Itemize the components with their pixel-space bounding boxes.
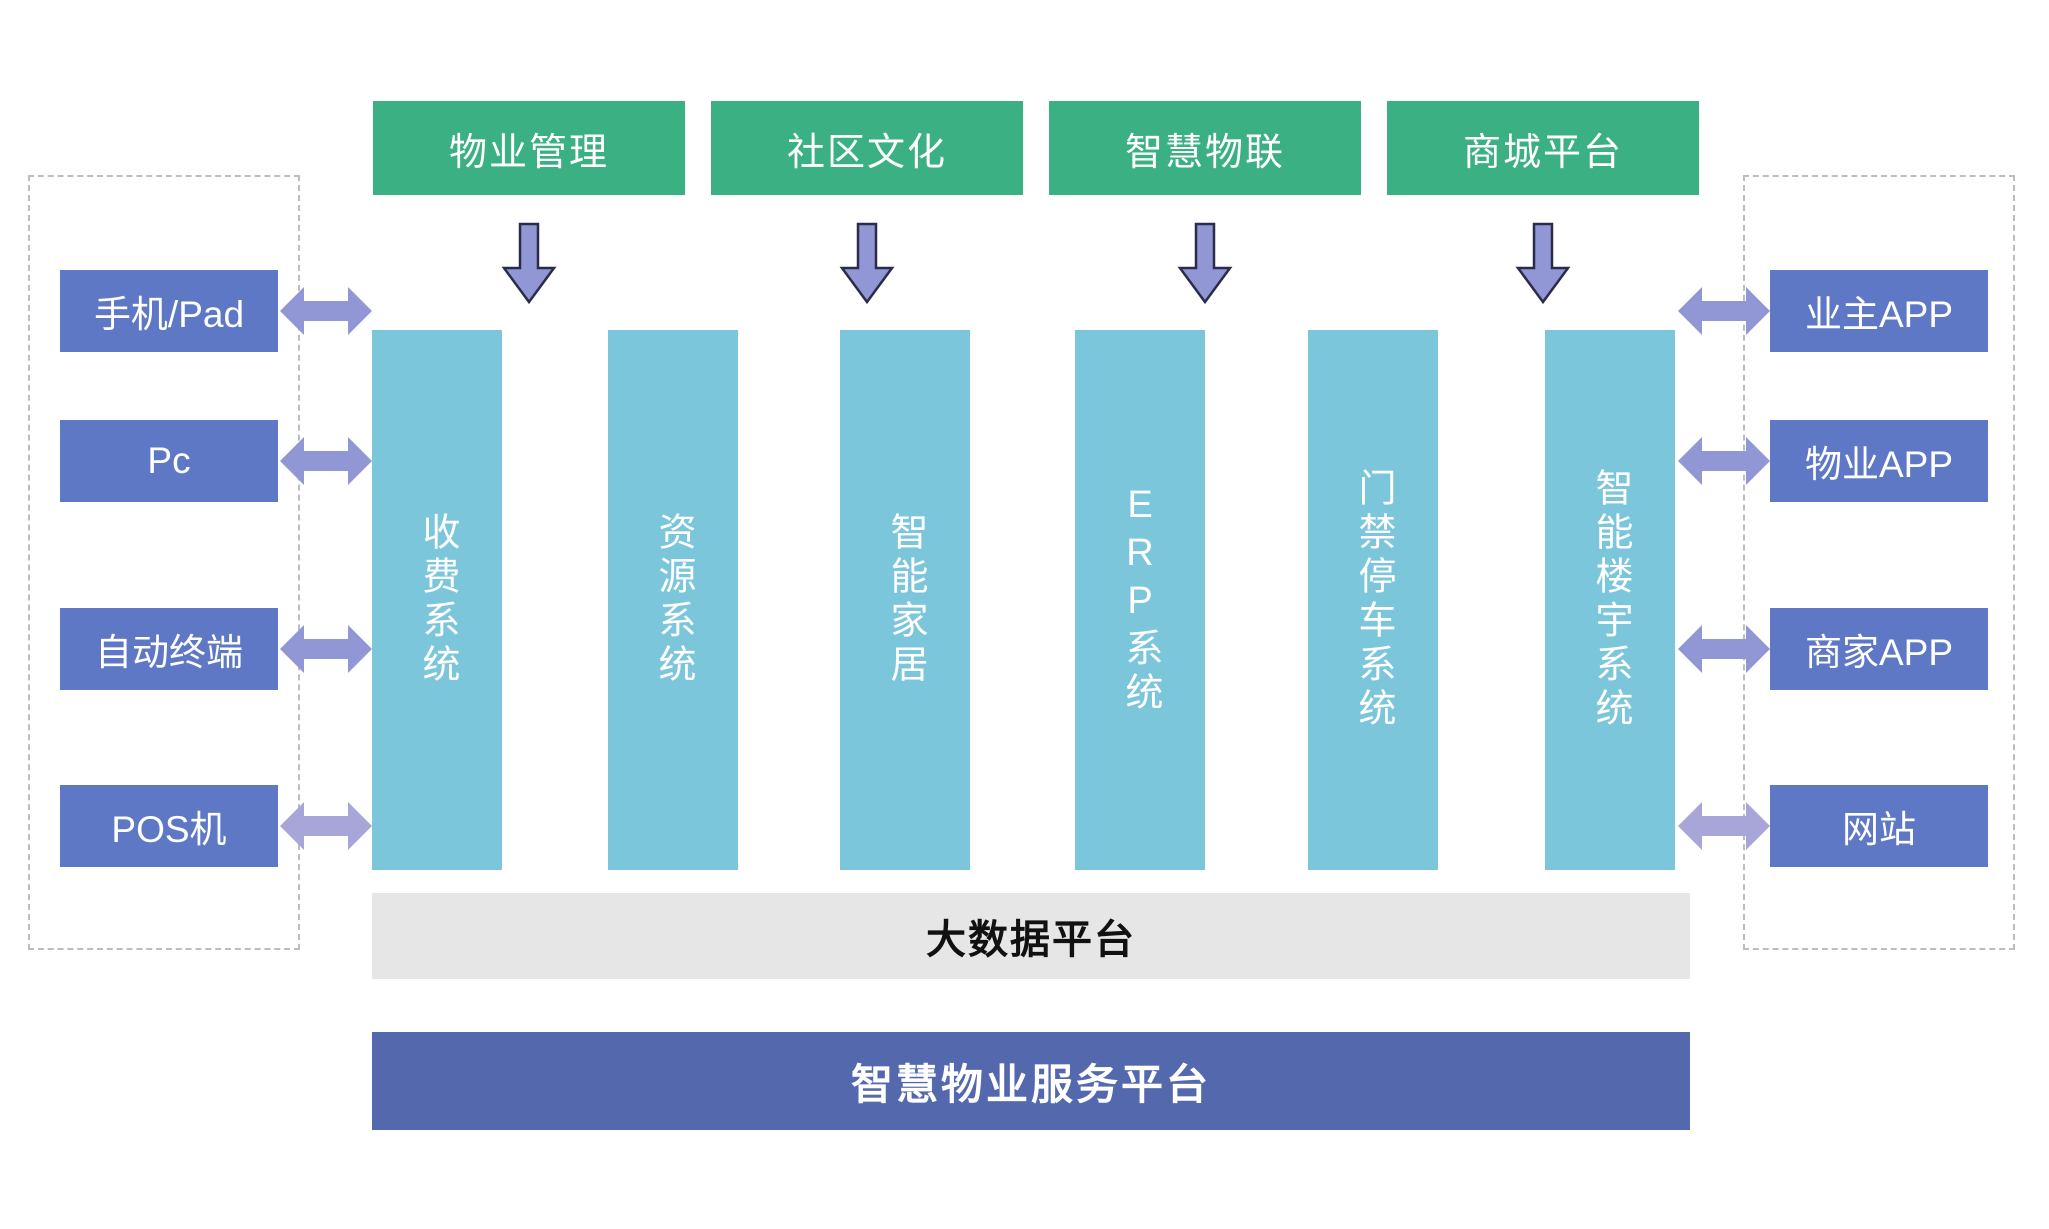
arrow-left-right-icon: [1676, 281, 1772, 341]
system-column-erp[interactable]: ERP系统: [1075, 330, 1205, 870]
system-label: 资源系统: [652, 512, 694, 688]
arrow-left-right-icon: [1676, 619, 1772, 679]
bigdata-platform-bar[interactable]: 大数据平台: [372, 893, 1690, 979]
arrow-left-right-icon: [1676, 796, 1772, 856]
system-label: 收费系统: [416, 512, 458, 688]
smart-property-service-platform-label: 智慧物业服务平台: [850, 1060, 1211, 1108]
system-column-smart-building[interactable]: 智能楼宇系统: [1545, 330, 1675, 870]
system-column-access-parking[interactable]: 门禁停车系统: [1308, 330, 1438, 870]
left-device-group-frame: [28, 175, 300, 950]
bigdata-platform-label: 大数据平台: [926, 918, 1136, 962]
app-label: 商家APP: [1804, 632, 1954, 673]
arrow-left-right-icon: [1676, 431, 1772, 491]
device-box-self-service-terminal[interactable]: 自动终端: [60, 608, 278, 690]
app-box-property-app[interactable]: 物业APP: [1770, 420, 1988, 502]
app-label: 物业APP: [1804, 444, 1954, 485]
device-box-phone-pad[interactable]: 手机/Pad: [60, 270, 278, 352]
channel-box-property-management[interactable]: 物业管理: [373, 101, 685, 195]
arrow-left-right-icon: [278, 431, 374, 491]
device-label: POS机: [111, 809, 227, 850]
arrow-left-right-icon: [278, 281, 374, 341]
channel-label: 物业管理: [448, 131, 609, 174]
device-box-pos[interactable]: POS机: [60, 785, 278, 867]
device-label: Pc: [147, 440, 191, 481]
arrow-down-icon: [839, 222, 895, 305]
channel-box-smart-iot[interactable]: 智慧物联: [1049, 101, 1361, 195]
system-label: ERP系统: [1119, 484, 1161, 716]
arrow-left-right-icon: [278, 796, 374, 856]
channel-box-community-culture[interactable]: 社区文化: [711, 101, 1023, 195]
device-label: 手机/Pad: [93, 294, 245, 335]
channel-label: 商城平台: [1462, 131, 1623, 174]
device-box-pc[interactable]: Pc: [60, 420, 278, 502]
app-label: 业主APP: [1804, 294, 1954, 335]
arrow-left-right-icon: [278, 619, 374, 679]
app-label: 网站: [1842, 809, 1916, 850]
system-label: 门禁停车系统: [1352, 468, 1394, 732]
right-app-group-frame: [1743, 175, 2015, 950]
system-column-charging[interactable]: 收费系统: [372, 330, 502, 870]
system-column-smart-home[interactable]: 智能家居: [840, 330, 970, 870]
arrow-down-icon: [1177, 222, 1233, 305]
channel-box-mall-platform[interactable]: 商城平台: [1387, 101, 1699, 195]
system-label: 智能家居: [884, 512, 926, 688]
system-label: 智能楼宇系统: [1589, 468, 1631, 732]
smart-property-service-platform-bar[interactable]: 智慧物业服务平台: [372, 1032, 1690, 1130]
arrow-down-icon: [501, 222, 557, 305]
arrow-down-icon: [1515, 222, 1571, 305]
channel-label: 社区文化: [786, 131, 947, 174]
app-box-merchant-app[interactable]: 商家APP: [1770, 608, 1988, 690]
device-label: 自动终端: [95, 632, 243, 673]
channel-label: 智慧物联: [1124, 131, 1285, 174]
app-box-website[interactable]: 网站: [1770, 785, 1988, 867]
app-box-owner-app[interactable]: 业主APP: [1770, 270, 1988, 352]
system-column-resource[interactable]: 资源系统: [608, 330, 738, 870]
